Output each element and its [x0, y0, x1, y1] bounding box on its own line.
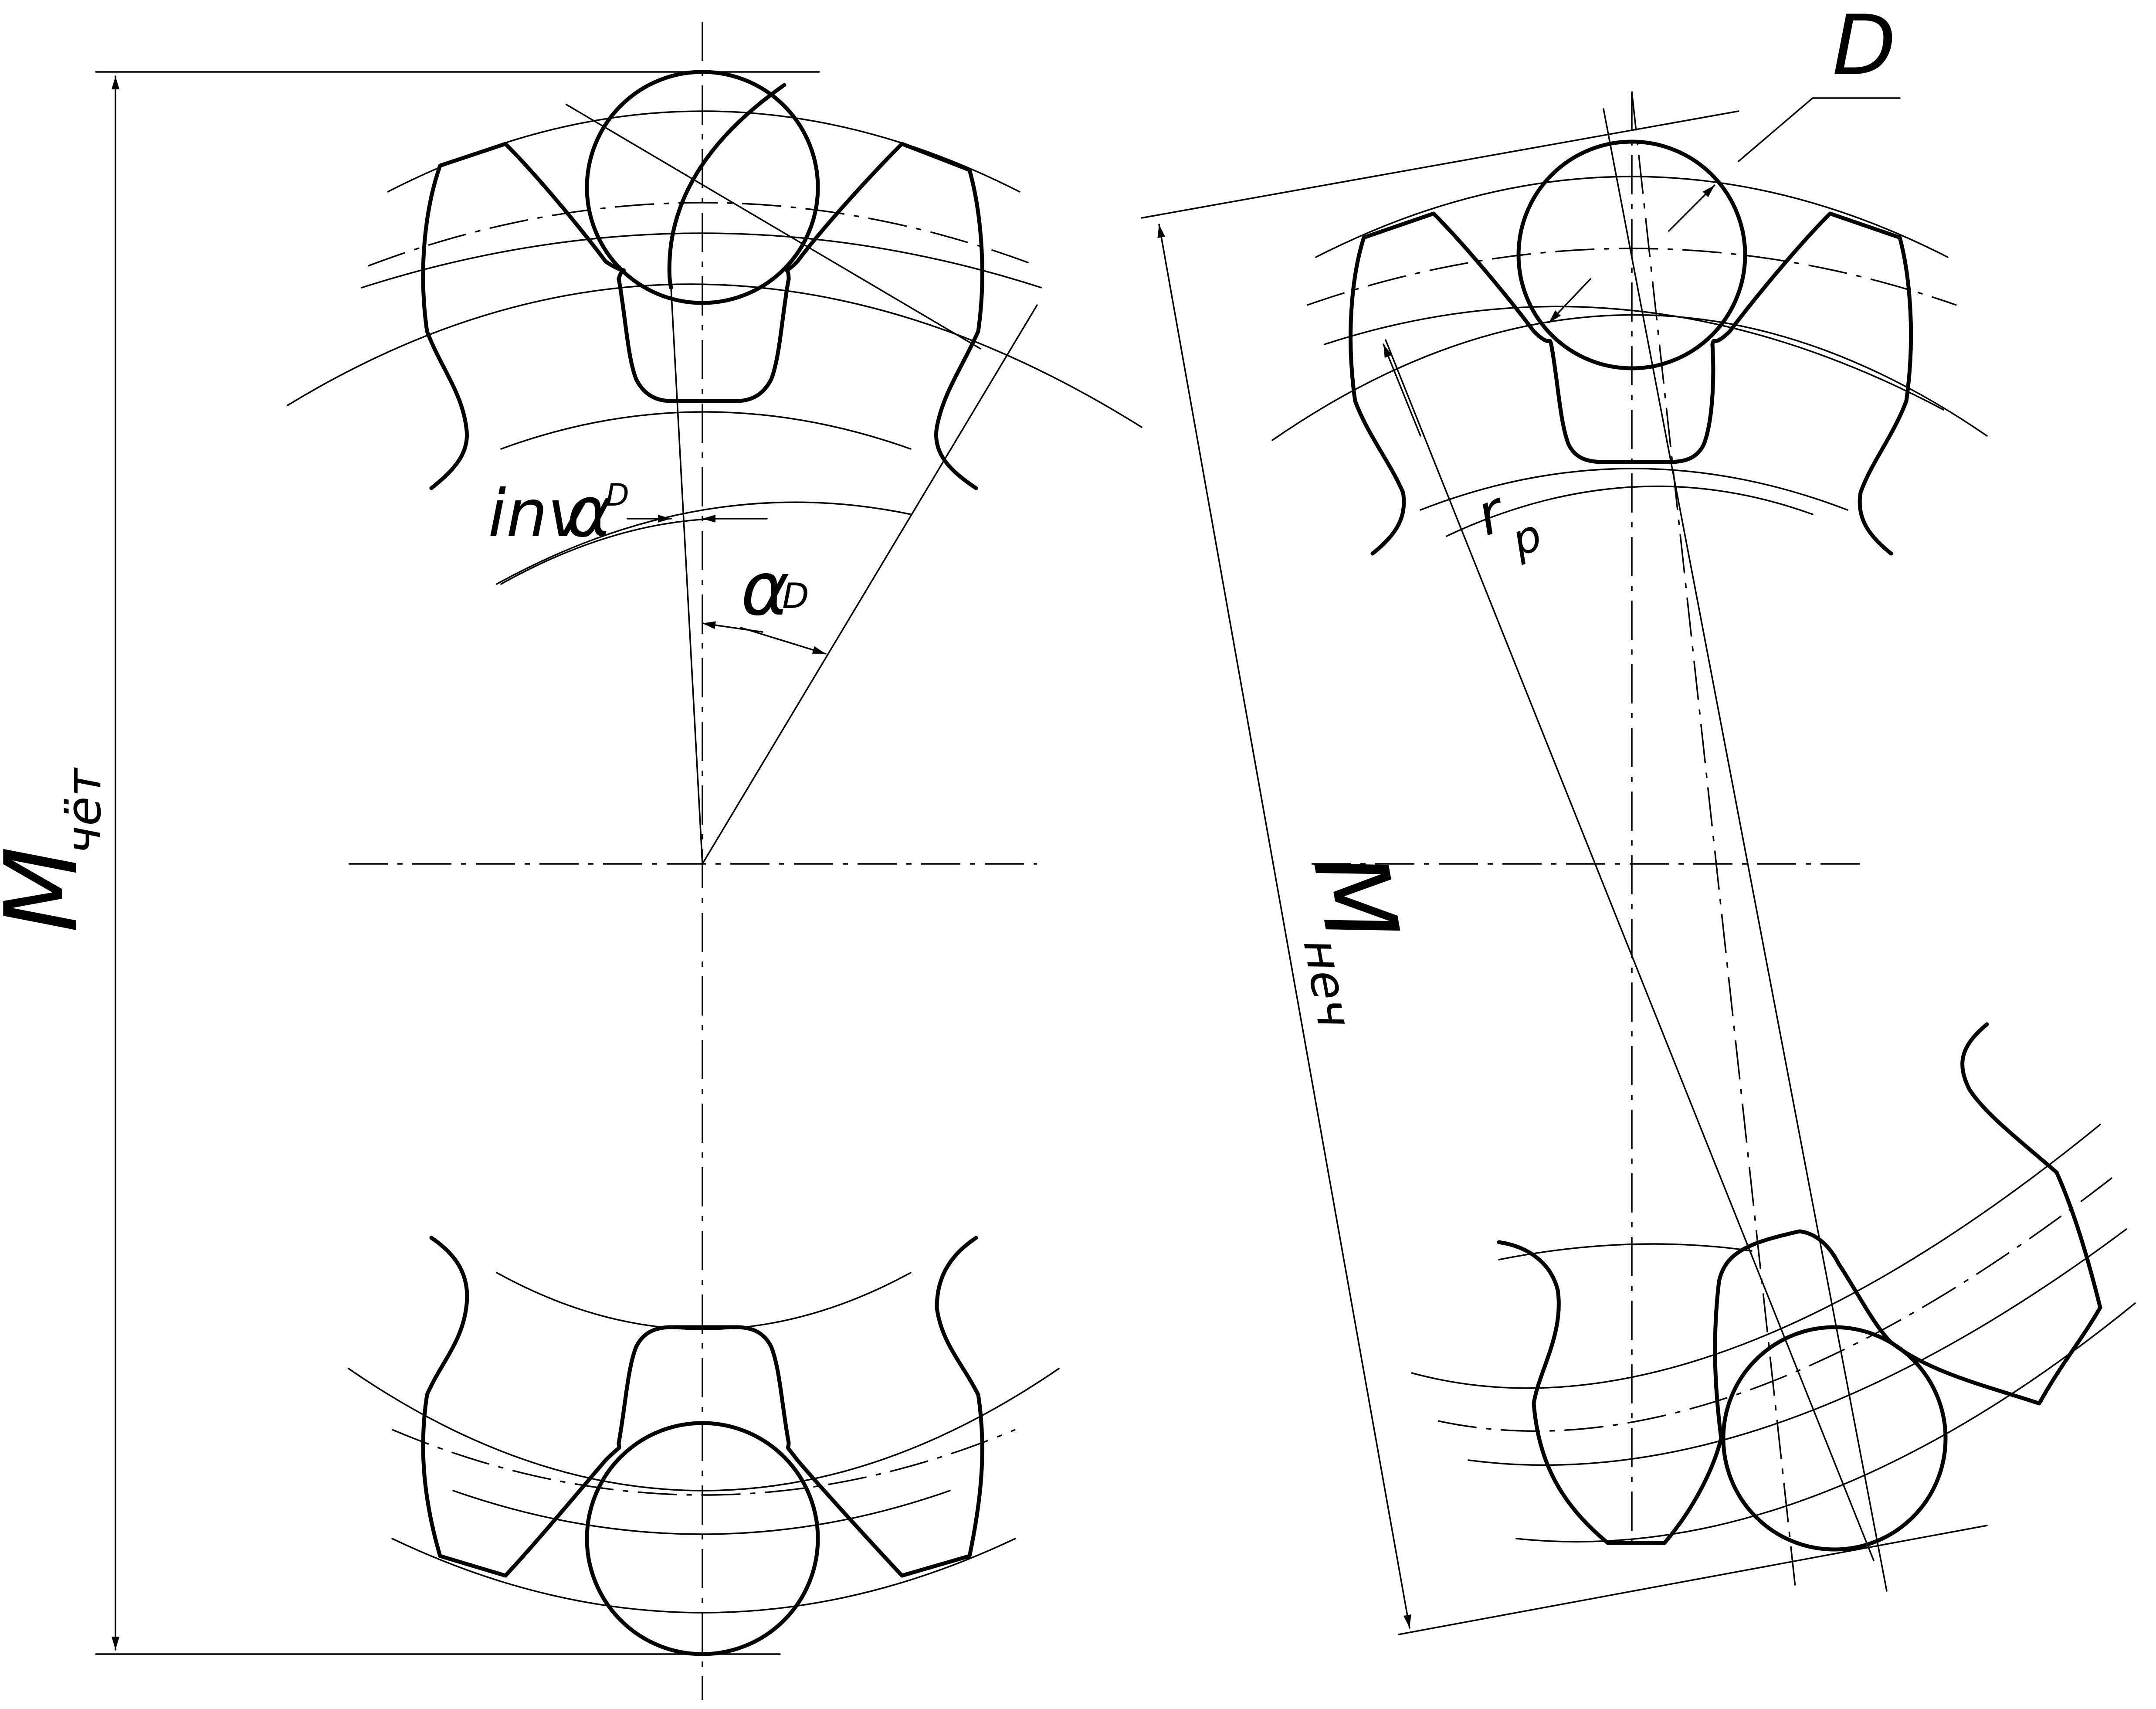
odd-bottom-pitch-arc — [1437, 1176, 2114, 1432]
odd-top-ref-arc — [1271, 314, 1988, 441]
even-inv-ray — [670, 287, 703, 865]
odd-top-ball-arc — [1324, 306, 1944, 411]
even-top-root-arc — [500, 411, 912, 450]
even-bottom-inner-arc — [496, 1272, 912, 1330]
even-bottom-tooth-left — [421, 1236, 621, 1578]
odd-top-root-arc — [1420, 468, 1848, 511]
alpha-subscript: D — [782, 576, 809, 616]
even-bottom-ref-arc — [348, 1368, 1060, 1492]
m-even-label: M чёт — [0, 767, 112, 933]
m-odd-subscript: неч — [1292, 934, 1363, 1032]
odd-inclined-axis — [1631, 91, 1796, 1587]
even-bottom-tooth-right — [786, 1236, 984, 1578]
inv-arc — [500, 518, 715, 585]
even-alpha-ray — [702, 304, 1038, 865]
inv-alpha-letter: α — [566, 471, 612, 553]
diameter-label: D — [1832, 0, 1896, 94]
m-even-letter: M — [0, 846, 100, 933]
even-top-tooth-space — [617, 277, 791, 403]
odd-top-tip-arc — [1315, 176, 1949, 258]
even-top-tooth-left — [421, 142, 626, 490]
inv-alpha-subscript: D — [606, 477, 629, 513]
even-tangent-line — [566, 104, 981, 350]
d-leader — [1738, 97, 1814, 162]
odd-bottom-tooth-right — [1889, 1022, 2102, 1406]
even-top-pitch-arc — [368, 202, 1037, 267]
m-odd-ext-bottom — [1398, 1525, 1988, 1635]
odd-radius-arrow — [1383, 343, 1421, 437]
even-top-tooth-right — [784, 142, 984, 490]
odd-gear-view — [1141, 91, 2136, 1635]
even-top-involute-curve — [667, 83, 786, 290]
m-odd-label: M неч — [1290, 845, 1420, 1032]
even-bottom-tooth-space — [617, 1325, 791, 1445]
m-odd-ext-top — [1141, 110, 1739, 219]
even-top-ball-arc — [361, 232, 1042, 289]
even-gear-view — [95, 22, 1142, 1700]
m-odd-dimension-line — [1157, 224, 1411, 1629]
even-bottom-pitch-arc — [392, 1429, 1016, 1496]
odd-top-ball — [1516, 139, 1747, 370]
odd-bottom-ref-arc — [1411, 1124, 2101, 1389]
even-top-ref-arc — [287, 283, 1142, 428]
d-arrow-outer — [1668, 184, 1715, 232]
even-bottom-tip-arc — [391, 1538, 1016, 1614]
inv-text: inv — [488, 476, 587, 552]
odd-bottom-inner-arc — [1498, 1243, 1753, 1261]
odd-bottom-ball-arc — [1468, 1228, 2127, 1466]
odd-top-inner-arc — [1446, 485, 1814, 537]
odd-bottom-tip-arc — [1515, 1302, 2136, 1543]
inv-alpha-label: inv α D — [488, 471, 629, 553]
odd-inclined-thin — [1603, 108, 1888, 1592]
odd-bottom-tooth-left — [1497, 1240, 1723, 1545]
odd-top-tooth-right — [1710, 211, 1913, 556]
odd-bottom-tooth-space — [1713, 1229, 1893, 1441]
alpha-letter: α — [741, 546, 790, 632]
odd-top-tooth-space — [1549, 342, 1715, 464]
alpha-arrow-b — [740, 627, 827, 655]
alpha-label: α D — [741, 546, 809, 632]
radius-letter: r — [1468, 477, 1515, 549]
odd-radius-line — [1385, 339, 1875, 1561]
m-even-subscript: чёт — [56, 767, 112, 854]
m-odd-letter: M — [1290, 845, 1420, 950]
even-top-inner-arc — [496, 501, 912, 585]
even-bottom-ball-arc — [452, 1490, 951, 1535]
odd-bottom-ball — [1721, 1325, 1948, 1552]
d-arrow-inner — [1548, 278, 1591, 323]
